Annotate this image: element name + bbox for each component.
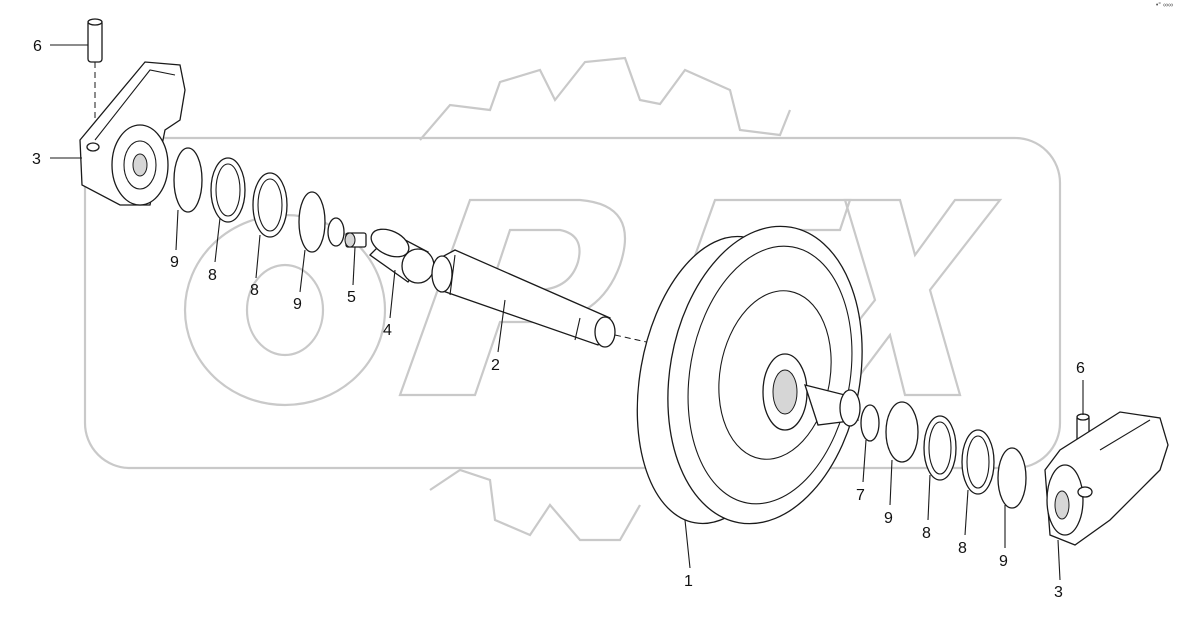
part-labels: 6 3 9 8 8 9 5 4 2 1 7 9 8 8 9 6 3 (32, 38, 1085, 601)
label-4: 4 (383, 322, 392, 339)
watermark-logo (83, 56, 1062, 542)
small-o-ring (327, 217, 345, 247)
o-ring-9b (298, 191, 326, 253)
shaft (431, 249, 661, 348)
seal-ring-8b (252, 172, 288, 238)
label-8-c: 8 (922, 525, 931, 542)
o-ring-9a (173, 147, 203, 213)
pin-top-left (87, 18, 103, 140)
seal-ring-8c (923, 415, 957, 481)
seal-ring-8d (961, 429, 995, 495)
label-9-b: 9 (293, 296, 302, 313)
corner-mark: •° ∞∞ (1155, 2, 1173, 9)
label-6-top: 6 (33, 38, 42, 55)
label-9-a: 9 (170, 254, 179, 271)
label-8-d: 8 (958, 540, 967, 557)
idler-wheel (636, 225, 863, 525)
label-2: 2 (491, 357, 500, 374)
label-3-right: 3 (1054, 584, 1063, 601)
label-5: 5 (347, 289, 356, 306)
seal-ring-8a (210, 157, 246, 223)
label-6-right: 6 (1076, 360, 1085, 377)
bracket-left (79, 61, 186, 206)
o-ring-9c (885, 401, 919, 463)
label-9-d: 9 (999, 553, 1008, 570)
watermark-badge (83, 136, 1062, 470)
label-8-b: 8 (250, 282, 259, 299)
watermark-gear-bottom (429, 468, 641, 542)
label-1: 1 (684, 573, 693, 590)
leader-lines (50, 44, 1084, 581)
bracket-right (1044, 411, 1169, 546)
plug-screw (344, 232, 367, 248)
label-9-c: 9 (884, 510, 893, 527)
bushing (368, 228, 435, 284)
label-8-a: 8 (208, 267, 217, 284)
o-ring-9d (997, 447, 1027, 509)
label-3-left: 3 (32, 151, 41, 168)
label-7: 7 (856, 487, 865, 504)
watermark-letter-x (797, 198, 1003, 397)
o-ring-7 (860, 404, 880, 442)
watermark-gear-outline (419, 56, 792, 141)
